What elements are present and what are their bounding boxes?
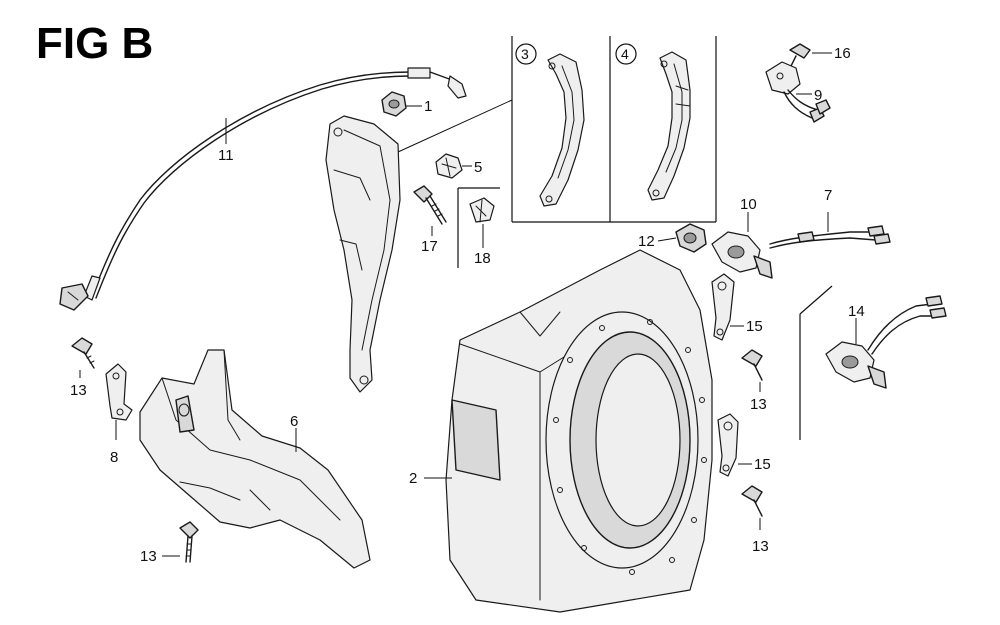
callout-15a: 15 bbox=[746, 318, 763, 335]
callout-7: 7 bbox=[824, 187, 832, 204]
callout-17: 14 bbox=[848, 303, 865, 320]
callout-9: 9 bbox=[814, 87, 822, 104]
callout-6: 6 bbox=[290, 413, 298, 430]
callout-13b: 13 bbox=[140, 548, 157, 565]
part-12-grommet bbox=[675, 223, 707, 253]
part-10-sensor bbox=[711, 231, 773, 279]
part-2-fan-cover bbox=[445, 249, 713, 613]
leader-12 bbox=[657, 237, 677, 242]
callout-11: 11 bbox=[218, 147, 234, 164]
part-15-clamp-upper bbox=[711, 273, 735, 341]
variant-box bbox=[397, 36, 717, 223]
callout-8: 8 bbox=[110, 449, 118, 466]
part-17-box bbox=[799, 285, 947, 440]
variant-panel-3: 3 bbox=[515, 43, 585, 207]
part-1-nut bbox=[381, 91, 407, 117]
callout-12: 12 bbox=[638, 233, 655, 250]
callout-2: 2 bbox=[409, 470, 417, 487]
callout-10: 10 bbox=[740, 196, 757, 213]
part-13-bolt-left-lower bbox=[179, 521, 199, 563]
callout-13a: 13 bbox=[70, 382, 87, 399]
variant-panel-4: 4 bbox=[615, 43, 691, 201]
side-shroud bbox=[325, 115, 401, 393]
callout-13d: 13 bbox=[752, 538, 769, 555]
part-16-screw bbox=[789, 43, 811, 69]
part-13-bolt-left-upper bbox=[71, 337, 95, 369]
part-8-bracket bbox=[105, 363, 133, 421]
part-13-bolt-right-upper bbox=[741, 349, 763, 381]
part-15-clamp-lower bbox=[717, 413, 739, 477]
variant-label-3: 3 bbox=[521, 46, 529, 62]
variant-label-4: 4 bbox=[621, 46, 629, 62]
part-7-wire bbox=[769, 225, 891, 249]
callout-1: 1 bbox=[424, 98, 432, 115]
figure-title: FIG B bbox=[36, 19, 153, 68]
part-5-clip bbox=[435, 153, 463, 179]
part-9-switch bbox=[765, 61, 831, 123]
callout-18: 18 bbox=[474, 250, 491, 267]
part-13-bolt-right-lower bbox=[741, 485, 763, 517]
part-18-box bbox=[457, 187, 500, 268]
callout-5: 5 bbox=[474, 159, 482, 176]
callout-16: 16 bbox=[834, 45, 851, 62]
callout-15b: 15 bbox=[754, 456, 771, 473]
part-11-cable bbox=[59, 67, 467, 311]
part-14-bolt bbox=[413, 185, 447, 225]
callout-13c: 13 bbox=[750, 396, 767, 413]
part-6-guard bbox=[139, 349, 371, 569]
callout-14: 17 bbox=[421, 238, 438, 255]
